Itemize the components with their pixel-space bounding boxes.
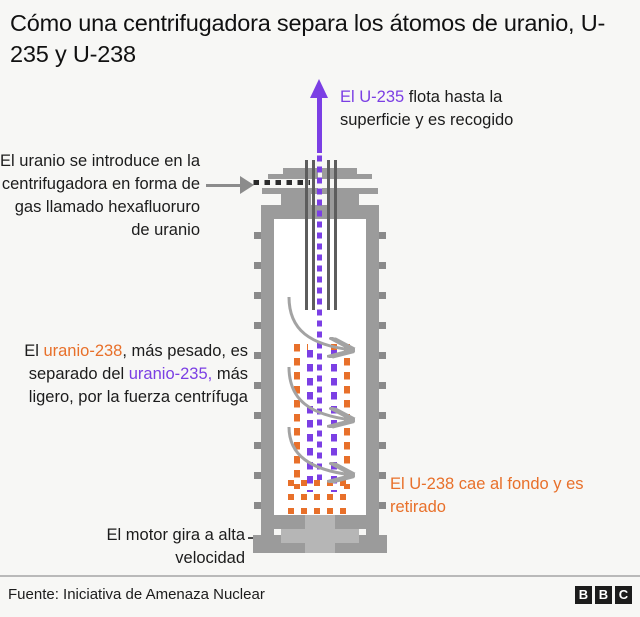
wall-tab-left [254,502,261,509]
wall-tab-left [254,442,261,449]
bbc-logo-letter-2: B [595,586,612,604]
u238-dot-column [344,344,350,489]
source-text: Fuente: Iniciativa de Amenaza Nuclear [8,586,265,603]
u238-dot-column [294,344,300,489]
separation-part2: , más pesado, es separado del [28,342,248,383]
casing-right-wall [366,205,379,535]
bbc-logo: B B C [575,586,632,604]
wall-tab-left [254,382,261,389]
wall-tab-right [379,412,386,419]
annotation-u235-highlight: El U-235 [340,88,405,106]
cap-bar-upper-right [322,174,372,179]
settled-u238-row [288,508,352,514]
u235-dot-column [307,350,313,492]
u235-up-arrow-head [310,79,328,98]
wall-tab-left [254,412,261,419]
u235-core-dotted-line [317,150,322,480]
inlet-arrow-head [240,176,254,194]
u235-dot-column [331,350,337,492]
inlet-gas-dots [252,180,310,185]
annotation-u238-sinks: El U-238 cae al fondo y es retirado [390,475,584,516]
annotation-separation: El uranio-238, más pesado, es separado d… [0,340,248,409]
wall-tab-right [379,442,386,449]
center-tube-line [312,160,315,310]
annotation-u235-rises: El U-235 flota hasta la superficie y es … [340,86,570,132]
separation-highlight-u235: uranio-235, [128,365,213,383]
page-title: Cómo una centrifugadora separa los átomo… [10,10,606,67]
center-tube-line [305,160,308,310]
wall-tab-right [379,262,386,269]
cap-bar-lower-left [262,188,318,194]
settled-u238-row [288,494,352,500]
cap-bar-upper-left [268,174,318,179]
casing-left-wall [261,205,274,535]
annotation-uranium-inlet: El uranio se introduce en la centrifugad… [0,152,200,239]
wall-tab-left [254,322,261,329]
center-tube-line [334,160,337,310]
u238-dot-row [331,344,350,350]
separation-part1: El [24,342,44,360]
cap-shoulder-right [322,168,357,176]
bbc-logo-letter-1: B [575,586,592,604]
u238-dot-row [294,344,308,350]
settled-u238-row [288,480,352,486]
center-tube-line [327,160,330,310]
bbc-logo-letter-3: C [615,586,632,604]
wall-tab-right [379,322,386,329]
wall-tab-left [254,292,261,299]
motor-spindle [305,515,335,553]
cap-shoulder-left [283,168,318,176]
annotation-u235-rest: flota hasta la superficie y es recogido [340,88,514,129]
footer-divider [0,575,640,577]
u235-up-arrow-shaft [317,95,322,153]
wall-tab-right [379,352,386,359]
wall-tab-right [379,292,386,299]
wall-tab-right [379,502,386,509]
separation-highlight-u238: uranio-238 [43,342,123,360]
annotation-motor: El motor gira a alta velocidad [106,526,245,567]
wall-tab-left [254,262,261,269]
wall-tab-left [254,352,261,359]
cap-bar-lower-right [322,188,378,194]
wall-tab-right [379,382,386,389]
separation-part3: más ligero, por la fuerza centrífuga [28,365,248,406]
wall-tab-right [379,232,386,239]
wall-tab-left [254,472,261,479]
wall-tab-right [379,472,386,479]
wall-tab-left [254,232,261,239]
inlet-arrow-shaft [206,184,242,187]
